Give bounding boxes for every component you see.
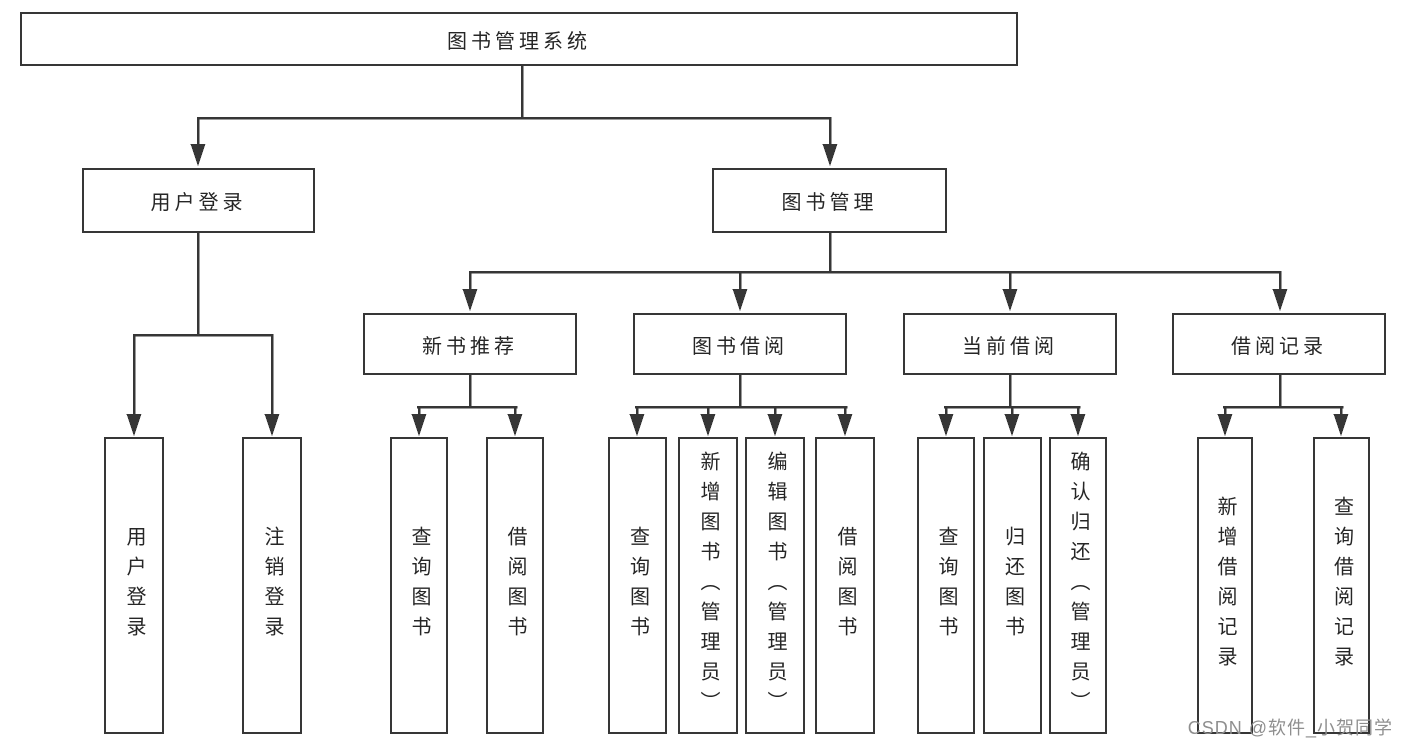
node-root: 图书管理系统 [20,12,1018,66]
leaf-return-book: 归还图书 [983,437,1042,734]
leaf-logout: 注销登录 [242,437,302,734]
leaf-borrow-books-recommend-label: 借阅图书 [504,525,526,646]
leaf-query-borrow-record: 查询借阅记录 [1313,437,1370,734]
node-user-login: 用户登录 [82,168,315,233]
leaf-logout-label: 注销登录 [261,525,283,646]
node-book-management: 图书管理 [712,168,947,233]
leaf-confirm-return-admin: 确认归还（管理员） [1049,437,1107,734]
node-book-management-label: 图书管理 [781,192,878,214]
leaf-add-borrow-record: 新增借阅记录 [1197,437,1253,734]
leaf-borrow-books: 借阅图书 [815,437,875,734]
node-book-borrow-label: 图书借阅 [692,335,788,358]
leaf-query-borrow-record-label: 查询借阅记录 [1330,495,1353,676]
node-new-book-recommend: 新书推荐 [363,313,577,375]
node-borrow-records-label: 借阅记录 [1231,335,1327,358]
leaf-add-borrow-record-label: 新增借阅记录 [1214,495,1236,676]
node-current-borrow-label: 当前借阅 [962,335,1058,358]
node-book-borrow: 图书借阅 [633,313,847,375]
leaf-query-books-borrow-label: 查询图书 [626,525,649,646]
leaf-borrow-books-label: 借阅图书 [834,525,856,646]
node-borrow-records: 借阅记录 [1172,313,1386,375]
leaf-user-login: 用户登录 [104,437,164,734]
leaf-add-book-admin-label: 新增图书（管理员） [697,450,719,721]
leaf-return-book-label: 归还图书 [1001,525,1024,646]
leaf-edit-book-admin: 编辑图书（管理员） [745,437,805,734]
leaf-confirm-return-admin-label: 确认归还（管理员） [1067,450,1089,721]
leaf-query-books-recommend: 查询图书 [390,437,448,734]
node-new-book-recommend-label: 新书推荐 [422,335,518,358]
leaf-add-book-admin: 新增图书（管理员） [678,437,738,734]
leaf-edit-book-admin-label: 编辑图书（管理员） [764,450,786,721]
node-root-label: 图书管理系统 [447,30,591,53]
node-user-login-label: 用户登录 [150,192,247,214]
node-current-borrow: 当前借阅 [903,313,1117,375]
leaf-user-login-label: 用户登录 [123,525,145,646]
leaf-borrow-books-recommend: 借阅图书 [486,437,544,734]
leaf-query-books-recommend-label: 查询图书 [408,525,430,646]
leaf-query-books-borrow: 查询图书 [608,437,667,734]
csdn-watermark: CSDN @软件_小贺同学 [1187,718,1393,738]
leaf-query-books-current: 查询图书 [917,437,975,734]
leaf-query-books-current-label: 查询图书 [935,525,957,646]
